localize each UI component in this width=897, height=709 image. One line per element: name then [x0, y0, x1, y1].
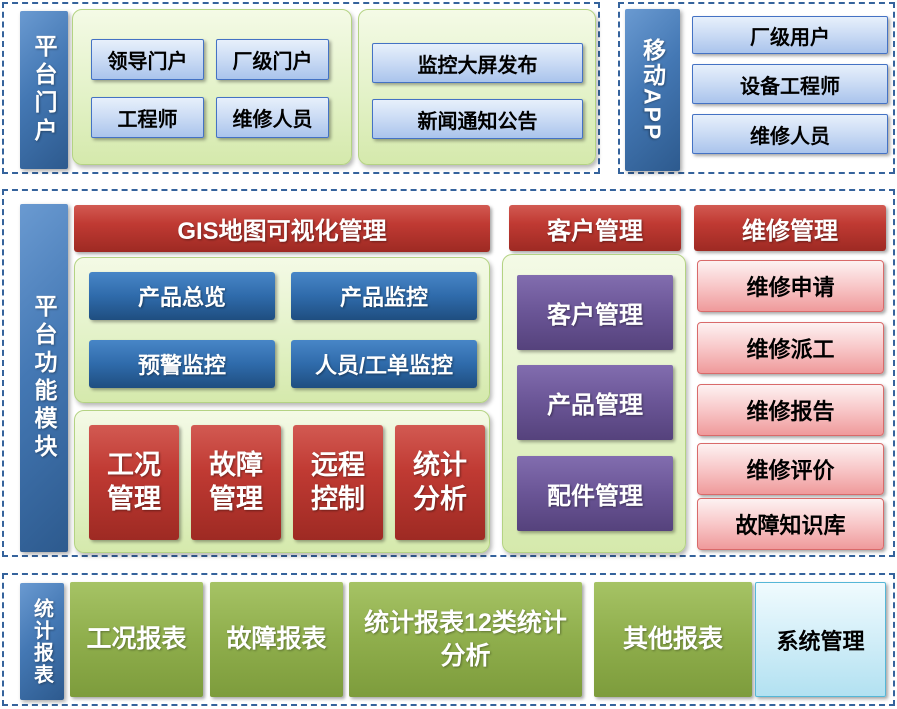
block-repair-report: 维修报告 — [697, 384, 884, 436]
block-customer-management: 客户管理 — [517, 275, 673, 350]
block-equipment-engineer: 设备工程师 — [692, 64, 888, 104]
block-monitor-screen-publish: 监控大屏发布 — [372, 43, 583, 83]
block-engineer: 工程师 — [91, 97, 204, 138]
section-platform-modules: 平台功能模块 GIS地图可视化管理 产品总览 产品监控 预警监控 人员/工单监控… — [2, 189, 895, 557]
section-statistic-reports: 统计报表 工况报表 故障报表 统计报表12类统计分析 其他报表 系统管理 — [2, 573, 895, 706]
block-product-monitor: 产品监控 — [291, 272, 477, 320]
block-product-overview: 产品总览 — [89, 272, 275, 320]
block-remote-control: 远程控制 — [293, 425, 383, 540]
customer-group: 客户管理 产品管理 配件管理 — [502, 254, 686, 553]
block-condition-report: 工况报表 — [70, 582, 203, 697]
block-repair-evaluation: 维修评价 — [697, 443, 884, 495]
block-parts-management: 配件管理 — [517, 456, 673, 531]
block-repair-dispatch: 维修派工 — [697, 322, 884, 374]
block-fault-management: 故障管理 — [191, 425, 281, 540]
block-factory-user: 厂级用户 — [692, 16, 888, 54]
section-mobile-app: 移动APP 厂级用户 设备工程师 维修人员 — [618, 2, 895, 174]
reports-section-label: 统计报表 — [20, 583, 64, 700]
block-statistics-analysis: 统计分析 — [395, 425, 485, 540]
gis-group: 产品总览 产品监控 预警监控 人员/工单监控 — [74, 257, 490, 403]
block-product-management: 产品管理 — [517, 365, 673, 440]
block-repair-request: 维修申请 — [697, 260, 884, 312]
block-warning-monitor: 预警监控 — [89, 340, 275, 388]
block-news-notice: 新闻通知公告 — [372, 99, 583, 139]
block-leader-portal: 领导门户 — [91, 39, 204, 80]
gis-header: GIS地图可视化管理 — [74, 205, 490, 252]
block-statistic-report-12: 统计报表12类统计分析 — [349, 582, 582, 697]
portal-section-label: 平台门户 — [20, 11, 68, 169]
portal-users-group: 领导门户 厂级门户 工程师 维修人员 — [72, 9, 352, 165]
repair-header: 维修管理 — [694, 205, 886, 251]
block-maintenance-staff-mobile: 维修人员 — [692, 114, 888, 154]
section-platform-portal: 平台门户 领导门户 厂级门户 工程师 维修人员 监控大屏发布 新闻通知公告 — [2, 2, 600, 174]
block-condition-management: 工况管理 — [89, 425, 179, 540]
portal-publish-group: 监控大屏发布 新闻通知公告 — [358, 9, 596, 165]
core-modules-group: 工况管理 故障管理 远程控制 统计分析 — [74, 410, 490, 553]
block-fault-report: 故障报表 — [210, 582, 343, 697]
block-other-report: 其他报表 — [594, 582, 752, 697]
block-system-management: 系统管理 — [755, 582, 886, 697]
modules-section-label: 平台功能模块 — [20, 204, 68, 552]
block-maintenance-staff: 维修人员 — [216, 97, 329, 138]
block-fault-knowledge-base: 故障知识库 — [697, 498, 884, 550]
customer-header: 客户管理 — [509, 205, 681, 251]
block-factory-portal: 厂级门户 — [216, 39, 329, 80]
mobile-section-label: 移动APP — [625, 9, 680, 171]
block-staff-workorder-monitor: 人员/工单监控 — [291, 340, 477, 388]
